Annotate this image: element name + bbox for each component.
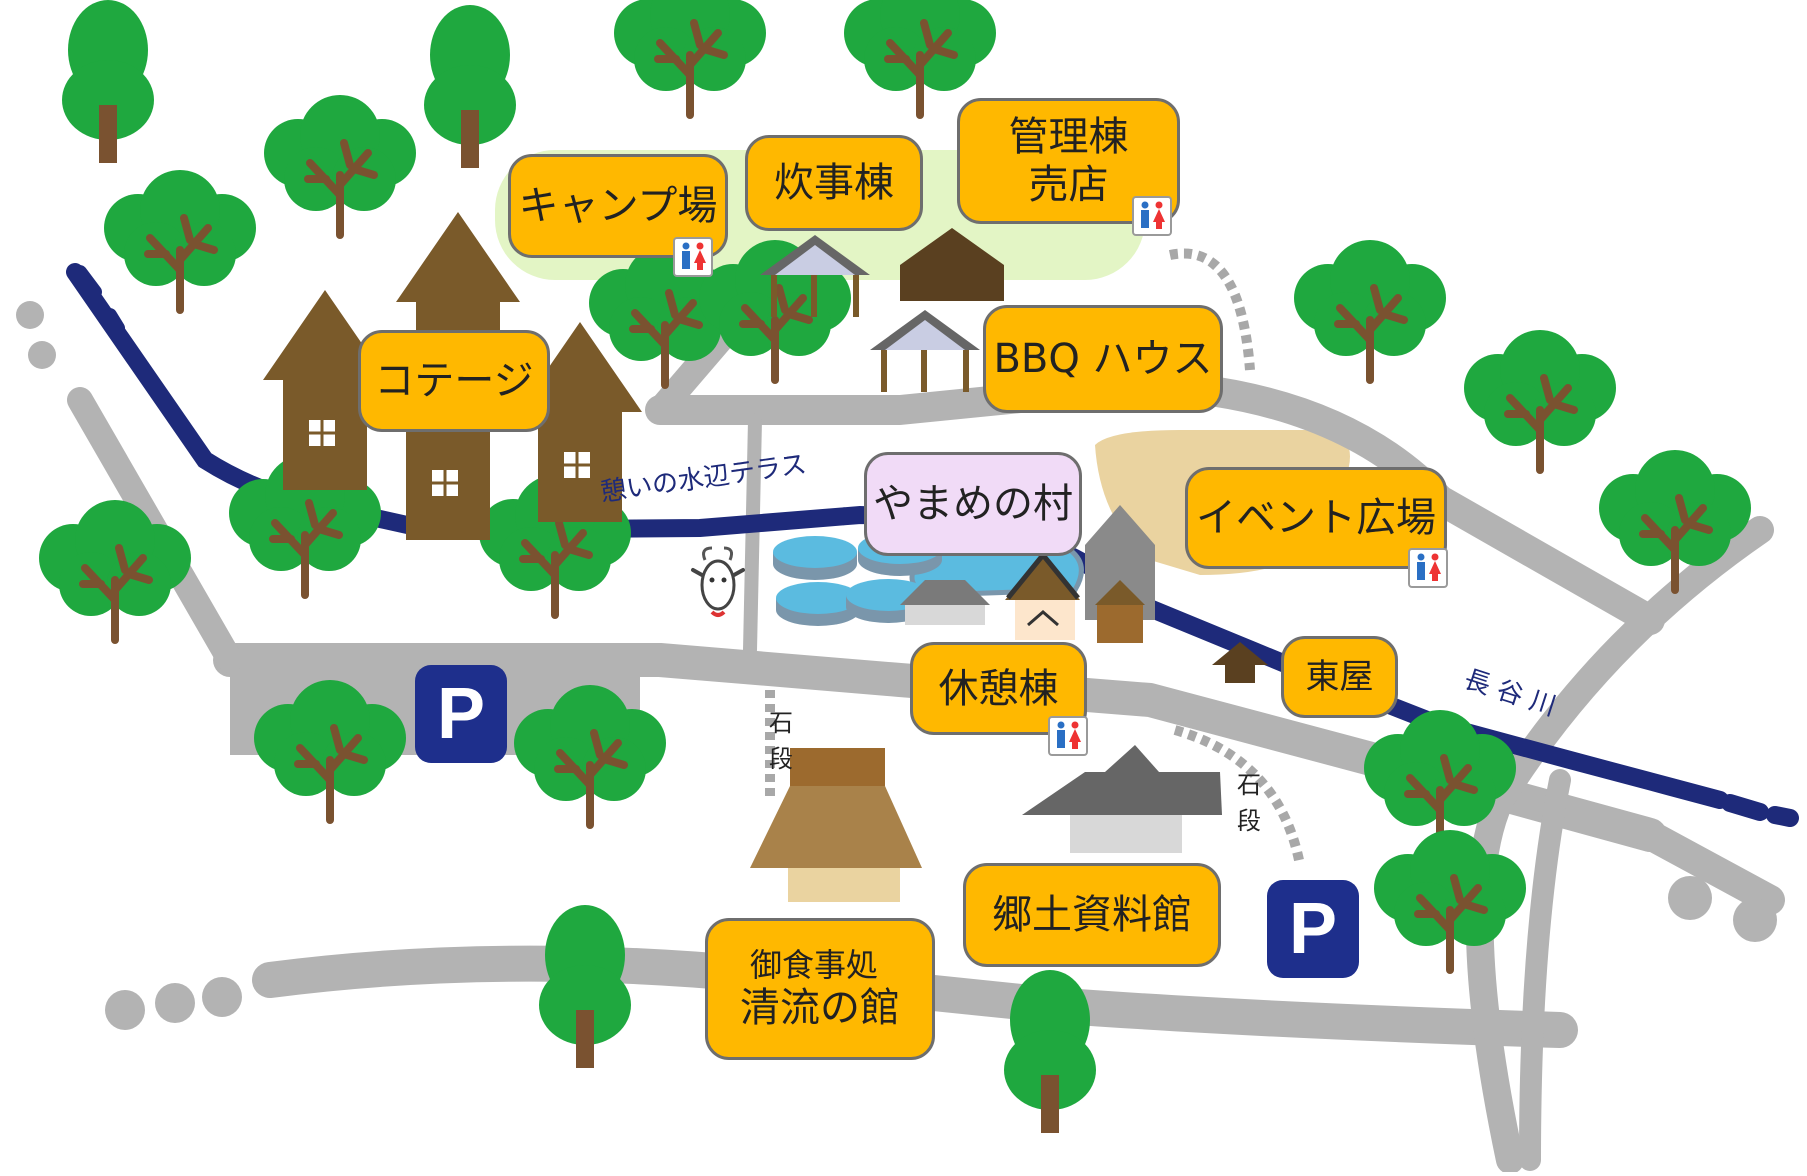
rest-house-text: 休憩棟 [938,665,1059,712]
azumaya-text: 東屋 [1305,656,1374,697]
azumaya-label[interactable]: 東屋 [1281,636,1398,718]
goat-icon [691,546,745,617]
parking-symbol: P [1288,889,1338,969]
admin-building-text: 管理棟 [1008,114,1129,160]
parking-icon[interactable]: P [415,665,507,763]
parking-icon[interactable]: P [1267,880,1359,978]
kitchen-building-text: 炊事棟 [774,160,894,206]
local-museum-text: 郷土資料館 [992,892,1192,938]
yamame-village-text: やまめの村 [873,481,1073,527]
river-dash-left [73,265,125,335]
event-plaza-text: イベント広場 [1196,495,1436,541]
event-plaza-label[interactable]: イベント広場 [1185,467,1447,569]
right-road-3 [1635,820,1785,915]
parking-symbol: P [436,674,486,754]
cottage-label[interactable]: コテージ [358,330,550,432]
azumaya-icon [1212,642,1268,683]
bbq-house-text: BBQ ハウス [993,336,1213,382]
middle-path [743,413,762,657]
village-buildings-icon [900,505,1155,643]
bbq-shelter-icon [870,310,980,392]
shop-text: 売店 [1028,162,1109,208]
restaurant-name-text: 清流の館 [740,985,900,1032]
bbq-house-label[interactable]: BBQ ハウス [983,305,1223,413]
restaurant-category-text: 御食事処 [750,945,879,984]
road-dots [16,301,1777,1030]
right-road-1 [1465,516,1774,1174]
restaurant-building-icon [750,748,922,902]
kitchen-building-label[interactable]: 炊事棟 [745,135,923,231]
stone-steps [765,248,1305,866]
camp-site-text: キャンプ場 [518,183,718,229]
camp-site-label[interactable]: キャンプ場 [508,154,728,258]
right-road-2 [1519,769,1571,1171]
cottage-text: コテージ [374,358,534,404]
yamame-village-label[interactable]: やまめの村 [864,452,1082,556]
admin-building-label[interactable]: 管理棟 売店 [957,98,1180,224]
restroom-icon [1408,548,1448,588]
restroom-icon [1132,196,1172,236]
stone-steps-label: 石 段 [769,709,793,773]
local-museum-label[interactable]: 郷土資料館 [963,863,1221,967]
restroom-icon [673,237,713,277]
admin-hut-icon [900,228,1004,301]
museum-building-icon [1022,745,1222,853]
restroom-icon [1048,716,1088,756]
rest-house-label[interactable]: 休憩棟 [910,642,1087,735]
restaurant-label[interactable]: 御食事処 清流の館 [705,918,935,1060]
river-dash-right [1721,794,1799,827]
stone-steps-label: 石 段 [1237,771,1261,835]
